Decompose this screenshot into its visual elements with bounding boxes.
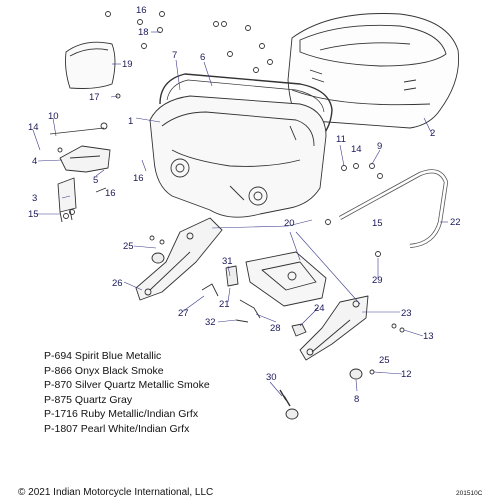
callout-7: 7 [172,50,177,61]
drawing-id: 201510C [456,490,483,497]
callout-28: 28 [270,323,281,334]
clip-drawing [225,265,239,287]
callout-2: 2 [430,128,435,139]
callout-4: 4 [32,156,37,167]
callout-25a: 25 [123,241,134,252]
copyright-notice: © 2021 Indian Motorcycle International, … [18,487,214,498]
trunk-body-drawing [149,95,327,218]
callout-16a: 16 [136,5,147,16]
callout-29: 29 [372,275,383,286]
color-option: P-1716 Ruby Metallic/Indian Grfx [44,408,199,421]
callout-11: 11 [336,134,346,145]
callout-25b: 25 [379,355,390,366]
callout-13: 13 [423,331,434,342]
bushing-drawings [151,252,363,420]
color-option: P-694 Spirit Blue Metallic [44,350,162,362]
color-option: P-1807 Pearl White/Indian Grfx [44,422,190,435]
callout-1: 1 [128,116,133,127]
color-option: P-875 Quartz Gray [44,393,133,406]
callout-15a: 15 [28,209,39,220]
callout-30: 30 [266,372,277,383]
callout-16b: 16 [133,173,144,184]
left-mount-bracket-drawing [135,217,223,301]
callout-14a: 14 [28,122,39,133]
callout-23: 23 [401,308,412,319]
callout-19: 19 [122,59,133,70]
callout-22: 22 [450,217,461,228]
callout-12: 12 [401,369,412,380]
callout-18: 18 [138,27,149,38]
callout-17: 17 [89,92,100,103]
leader-lines [32,31,448,397]
callout-26: 26 [112,278,123,289]
callout-labels: 1 2 3 4 5 6 7 8 9 10 11 12 13 14 14 15 1… [28,5,461,405]
callout-27: 27 [178,308,189,319]
callout-20: 20 [284,218,295,229]
hinge-bracket-drawing [49,122,111,223]
callout-21: 21 [219,299,230,310]
callout-31: 31 [222,256,233,267]
callout-8: 8 [354,394,359,405]
callout-10: 10 [48,111,59,122]
backrest-pad-drawing [65,41,116,89]
callout-14b: 14 [351,144,362,155]
callout-24: 24 [314,303,325,314]
callout-3: 3 [32,193,37,204]
color-option: P-870 Silver Quartz Metallic Smoke [44,379,210,392]
mounting-plate-drawing [245,251,327,307]
callout-6: 6 [200,52,205,63]
color-options-list: P-694 Spirit Blue Metallic P-866 Onyx Bl… [44,349,284,437]
color-option: P-866 Onyx Black Smoke [44,364,164,377]
callout-15b: 15 [372,218,383,229]
callout-5: 5 [93,175,98,186]
callout-32: 32 [205,317,216,328]
trim-seal-inner-drawing [166,79,325,113]
callout-9: 9 [377,141,382,152]
callout-16c: 16 [105,188,116,199]
right-mount-bracket-drawing [299,295,369,361]
